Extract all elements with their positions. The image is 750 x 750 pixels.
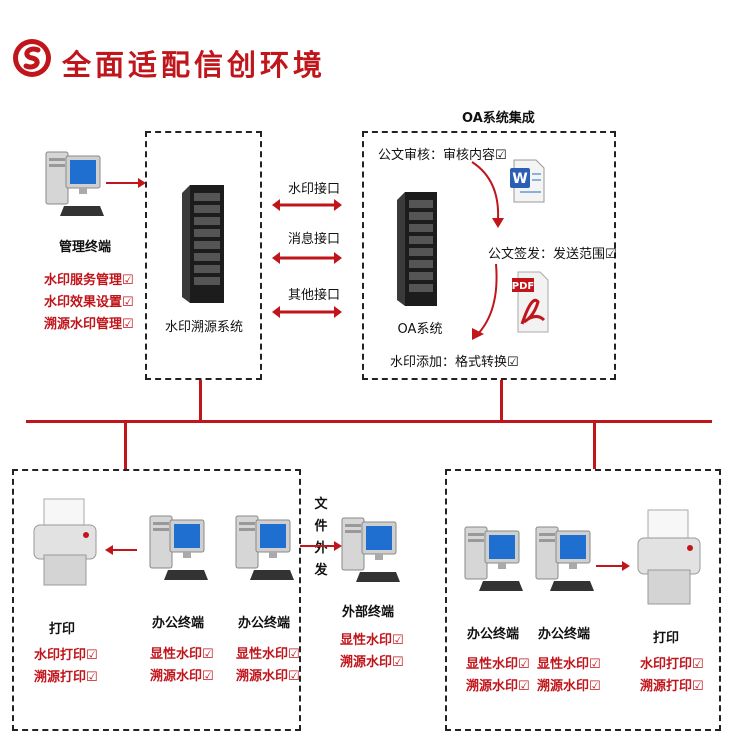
arrow-to-printer — [105, 545, 137, 555]
oa-review-step: 公文审核：审核内容☑ — [378, 148, 507, 163]
oa-server-label: OA系统 — [397, 322, 443, 337]
oa-title: OA系统集成 — [462, 111, 535, 126]
send-text: 件 — [314, 519, 328, 534]
management-label: 管理终端 — [58, 240, 111, 255]
computer-icon — [464, 526, 523, 591]
watermark-system-box — [145, 131, 262, 380]
send-text: 文 — [314, 497, 328, 512]
printer-icon — [637, 509, 701, 605]
terminal-feature: 溯源水印☑ — [466, 679, 530, 694]
left-office-box — [12, 469, 301, 731]
printer-icon — [33, 498, 97, 586]
terminal-label: 办公终端 — [237, 616, 290, 631]
logo-icon — [13, 39, 51, 77]
terminal-feature: 显性水印☑ — [466, 657, 530, 672]
arrow-to-system — [106, 178, 146, 188]
right-office-box — [445, 469, 721, 731]
svg-text:W: W — [512, 171, 527, 187]
external-feature: 显性水印☑ — [340, 633, 404, 648]
terminal-label: 办公终端 — [466, 627, 519, 642]
terminal-feature: 显性水印☑ — [537, 657, 601, 672]
bidirectional-arrow — [272, 199, 342, 211]
bus-drop-system — [199, 380, 202, 421]
flow-arrow — [472, 263, 498, 340]
arrow-external-send — [300, 541, 342, 551]
oa-system-box — [362, 131, 616, 380]
printer-feature: 水印打印☑ — [640, 657, 704, 672]
external-feature: 溯源水印☑ — [340, 655, 404, 670]
management-feature: 水印效果设置☑ — [44, 295, 134, 310]
terminal-feature: 溯源水印☑ — [537, 679, 601, 694]
printer-feature: 溯源打印☑ — [640, 679, 704, 694]
bidirectional-arrow — [272, 252, 342, 264]
interface-label: 其他接口 — [288, 288, 341, 303]
management-feature: 水印服务管理☑ — [44, 273, 134, 288]
oa-sign-step: 公文签发：发送范围☑ — [488, 247, 617, 262]
oa-add-step: 水印添加：格式转换☑ — [390, 355, 519, 370]
terminal-feature: 溯源水印☑ — [236, 669, 300, 684]
svg-text:PDF: PDF — [512, 281, 534, 292]
word-doc-icon: W — [510, 159, 545, 203]
interface-label: 水印接口 — [288, 182, 341, 197]
computer-icon — [149, 515, 208, 580]
send-text: 发 — [314, 563, 328, 578]
bus-line — [26, 420, 712, 423]
terminal-label: 办公终端 — [537, 627, 590, 642]
terminal-feature: 显性水印☑ — [150, 647, 214, 662]
terminal-feature: 溯源水印☑ — [150, 669, 214, 684]
computer-icon — [341, 517, 400, 582]
bus-drop-oa — [500, 380, 503, 421]
computer-icon — [235, 515, 294, 580]
terminal-feature: 显性水印☑ — [236, 647, 300, 662]
pdf-icon: PDF — [512, 271, 549, 333]
management-computer-icon — [45, 151, 104, 216]
interface-label: 消息接口 — [288, 232, 341, 247]
server-icon — [182, 185, 224, 303]
arrow-to-printer — [596, 561, 630, 571]
bus-drop-right — [593, 421, 596, 469]
watermark-system-label: 水印溯源系统 — [164, 320, 243, 335]
computer-icon — [535, 526, 594, 591]
bus-drop-left — [124, 421, 127, 469]
printer-feature: 水印打印☑ — [34, 648, 98, 663]
external-terminal-label: 外部终端 — [341, 605, 394, 620]
printer-feature: 溯源打印☑ — [34, 670, 98, 685]
terminal-label: 办公终端 — [151, 616, 204, 631]
send-text: 外 — [314, 541, 328, 556]
page-title: 全面适配信创环境 — [62, 48, 327, 82]
management-feature: 溯源水印管理☑ — [44, 317, 134, 332]
oa-server-icon — [397, 192, 437, 306]
printer-label: 打印 — [652, 631, 679, 646]
bidirectional-arrow — [272, 306, 342, 318]
flow-arrow — [471, 161, 504, 228]
printer-label: 打印 — [48, 622, 75, 637]
